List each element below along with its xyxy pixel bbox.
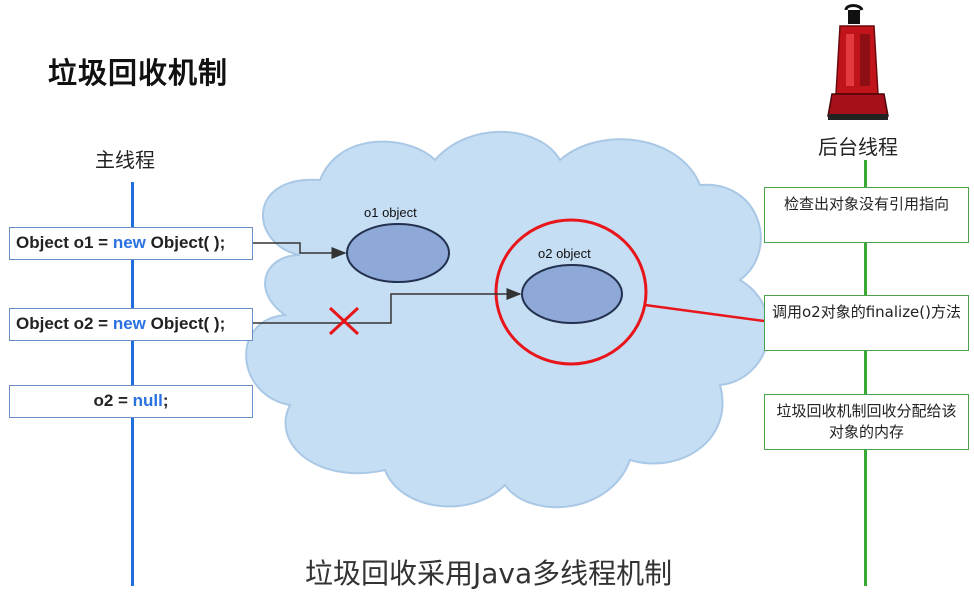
step-box-reclaim-memory: 垃圾回收机制回收分配给该对象的内存 [764,394,969,450]
heap-cloud [245,130,770,509]
code-text: Object o2 = [16,314,113,333]
page-title: 垃圾回收机制 [48,56,229,90]
code-text: Object( ); [145,233,226,252]
code-line-2: Object o2 = new Object( ); [9,308,253,341]
highlight-circle [494,218,648,366]
highlight-connector [644,303,765,323]
step-box-check-references: 检查出对象没有引用指向 [764,187,969,243]
code-text: ; [162,391,169,410]
o2-object-label: o2 object [538,246,591,261]
main-thread-label: 主线程 [95,148,155,172]
code-line-3: o2 = null; [9,385,253,418]
code-line-1: Object o1 = new Object( ); [9,227,253,260]
code-text: Object o1 = [16,233,113,252]
o1-reference-arrow [253,242,347,259]
o1-object-ellipse [346,223,450,283]
code-keyword: null [132,391,163,410]
main-thread-line [131,182,134,586]
o2-reference-arrow [253,288,522,324]
code-keyword: new [112,233,146,252]
footer-caption: 垃圾回收采用Java多线程机制 [305,557,673,590]
red-x-icon [328,306,360,336]
vacuum-cleaner-icon [827,4,889,120]
o2-object-ellipse [521,264,623,324]
step-box-call-finalize: 调用o2对象的finalize()方法 [764,295,969,351]
code-text: o2 = [93,391,133,410]
background-thread-line [864,160,867,586]
code-keyword: new [112,314,146,333]
o1-object-label: o1 object [364,205,417,220]
code-text: Object( ); [145,314,226,333]
background-thread-label: 后台线程 [818,135,898,159]
